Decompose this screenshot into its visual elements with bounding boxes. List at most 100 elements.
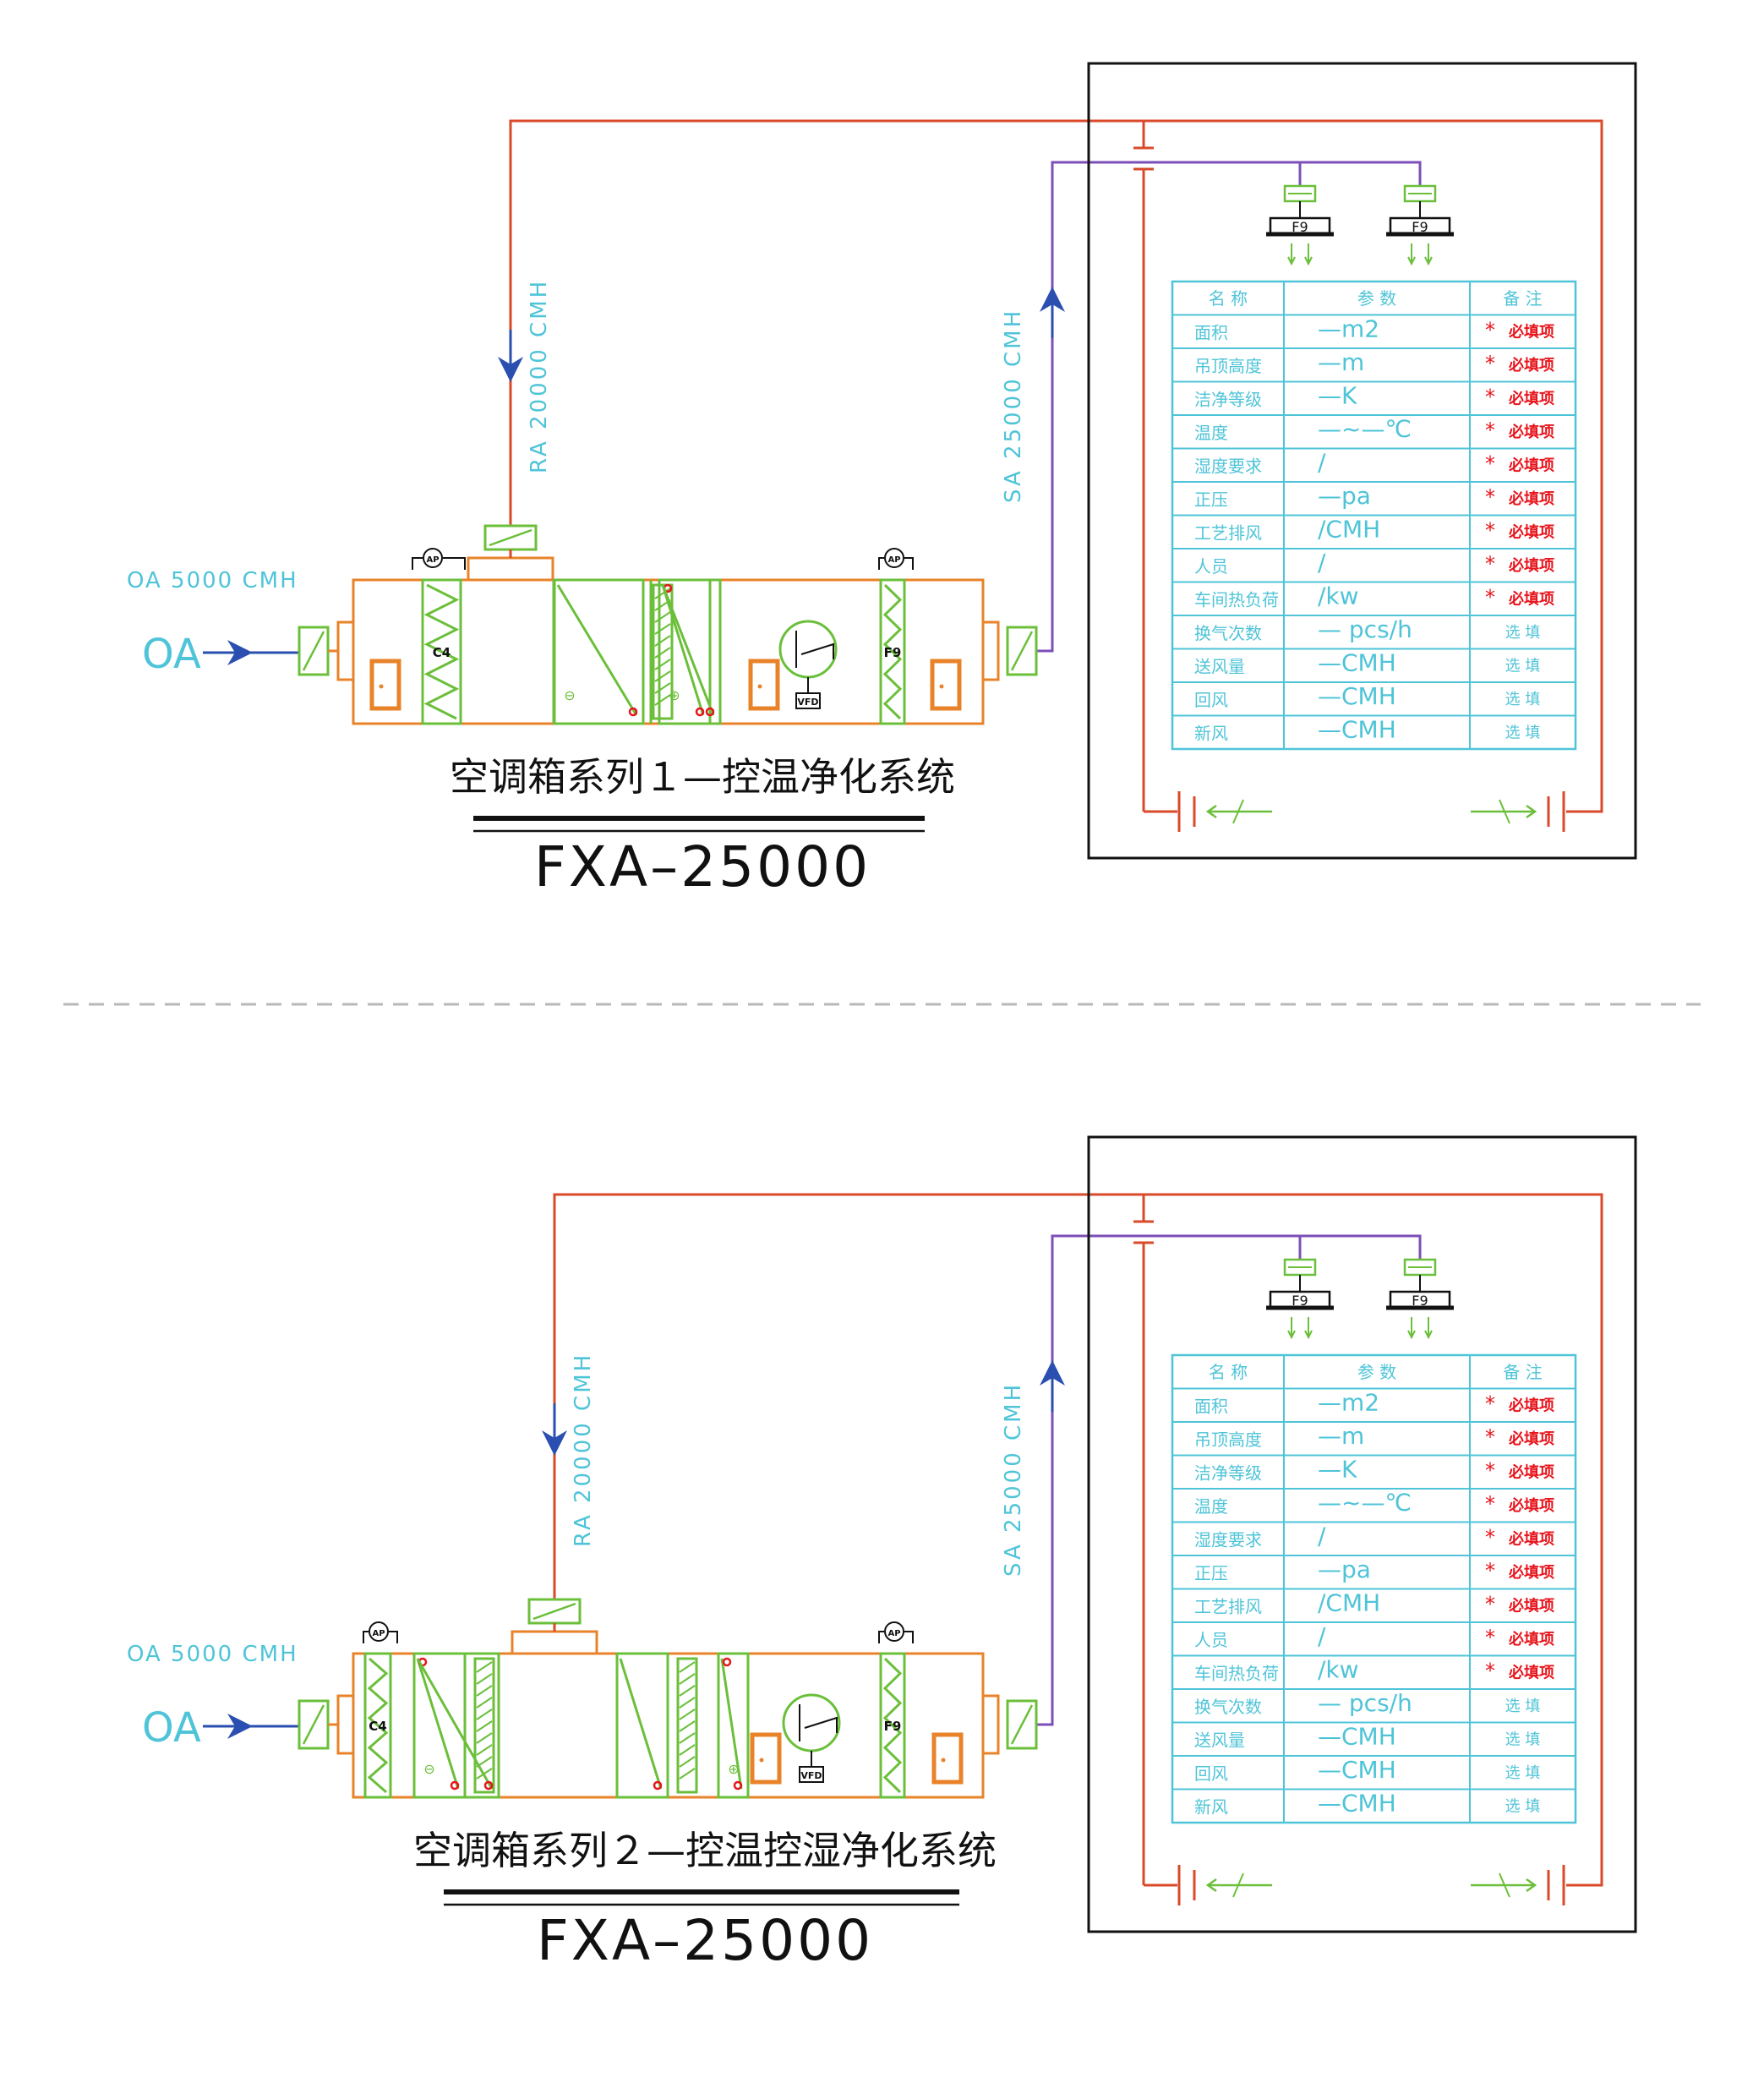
pipe-port (705, 707, 715, 717)
gauge-tube (904, 1631, 914, 1643)
damper (527, 1598, 582, 1625)
coil-section: ⊕ (717, 1652, 750, 1799)
table-param-cell: —CMH (1318, 1723, 1396, 1751)
table-param-cell: — pcs/h (1318, 1689, 1412, 1717)
pipe-port (483, 1780, 494, 1791)
damper-blade (302, 1704, 325, 1745)
table-name-cell: 新风 (1194, 724, 1228, 744)
return-arrowhead (1526, 1878, 1537, 1893)
return-air-flow-label: RA 20000 CMH (571, 1353, 596, 1547)
damper (1006, 626, 1038, 676)
table-name-cell: 回风 (1194, 690, 1228, 710)
damper-blade (489, 528, 532, 547)
table-name-cell: 正压 (1194, 489, 1228, 510)
required-star: * (1485, 1425, 1495, 1449)
outlet-flange (981, 621, 1000, 681)
supply-air-flow-label: SA 25000 CMH (1001, 1382, 1026, 1577)
filter-pleats (882, 1657, 903, 1794)
differential-pressure-gauge: AP (363, 1621, 398, 1643)
gauge-dial (423, 548, 443, 568)
required-star: * (1485, 1659, 1495, 1683)
access-door (750, 1732, 782, 1785)
return-grille (1177, 791, 1272, 832)
damper (298, 1699, 330, 1750)
table-name-cell: 吊顶高度 (1194, 356, 1262, 376)
terminal-arrowhead (1287, 1330, 1296, 1340)
door-handle (759, 1758, 764, 1763)
optional-note: 选 填 (1505, 691, 1541, 708)
differential-pressure-gauge: AP (878, 1621, 914, 1643)
damper-blade (1010, 631, 1034, 671)
required-star: * (1485, 1459, 1495, 1483)
door-panel (750, 1732, 782, 1785)
filter-label: C4 (369, 1719, 386, 1734)
pipe-port (653, 1780, 663, 1791)
fin-line (654, 670, 671, 682)
table-name-cell: 湿度要求 (1194, 1530, 1262, 1550)
system-title: 空调箱系列２—控温控湿净化系统 (413, 1828, 997, 1873)
filter-c4: C4 (421, 578, 462, 725)
required-note: 必填项 (1508, 1630, 1554, 1648)
gauge-label: AP (887, 1629, 900, 1638)
vfd-box (799, 1766, 824, 1783)
table-name-cell: 送风量 (1194, 657, 1245, 677)
damper-blade (302, 631, 325, 671)
gauge-tube (878, 1631, 884, 1643)
optional-note: 选 填 (1505, 1731, 1541, 1749)
table-name-cell: 面积 (1194, 1397, 1228, 1417)
required-note: 必填项 (1508, 489, 1554, 508)
fin-line (476, 1697, 493, 1708)
fin-line (654, 635, 671, 647)
required-star: * (1485, 418, 1495, 442)
terminal-arrowhead (1304, 256, 1313, 266)
table-param-cell: —m2 (1318, 1389, 1379, 1417)
terminal-filter-label: F9 (1292, 219, 1308, 235)
door-handle (941, 1758, 946, 1763)
fin-line (679, 1768, 696, 1780)
filter-c4: C4 (363, 1652, 392, 1799)
filter-pleats (882, 583, 903, 720)
filter-label: C4 (433, 645, 451, 660)
supply-air-flow-label: SA 25000 CMH (1001, 309, 1026, 503)
terminal-filter-label: F9 (1412, 1293, 1428, 1309)
fin-line (476, 1673, 493, 1685)
fin-line (679, 1685, 696, 1697)
table-header-cell: 参 数 (1357, 288, 1396, 309)
filter-frame (421, 578, 462, 725)
table-param-cell: —m2 (1318, 315, 1379, 343)
system-title: 空调箱系列１—控温净化系统 (450, 754, 955, 800)
table-param-cell: /kw (1318, 582, 1359, 610)
gauge-tube (878, 557, 884, 570)
required-note: 必填项 (1508, 423, 1554, 441)
optional-note: 选 填 (1505, 624, 1541, 642)
door-handle (757, 684, 762, 689)
pipe-port (628, 707, 638, 717)
table-param-cell: /CMH (1318, 516, 1380, 544)
table-param-cell: / (1318, 1523, 1326, 1550)
coil-section (615, 1652, 698, 1799)
coil-diagonal (661, 584, 705, 716)
table-param-cell: —~—℃ (1318, 415, 1412, 443)
filter-pleats (367, 1657, 389, 1794)
gauge-tube (412, 557, 423, 570)
required-star: * (1485, 385, 1495, 409)
table-param-cell: / (1318, 449, 1326, 477)
table-header-cell: 参 数 (1357, 1362, 1396, 1382)
supply-fan: VFD (778, 620, 838, 709)
required-note: 必填项 (1508, 590, 1554, 609)
differential-pressure-gauge: AP (878, 548, 914, 570)
optional-note: 选 填 (1505, 1698, 1541, 1715)
terminal-arrowhead (1424, 256, 1433, 266)
fin-line (679, 1744, 696, 1756)
fin-line (654, 647, 671, 659)
required-note: 必填项 (1508, 323, 1554, 342)
fin-line (679, 1732, 696, 1744)
table-param-cell: —pa (1318, 1555, 1371, 1583)
fan-housing (782, 1693, 841, 1752)
return-air-duct (509, 119, 1603, 813)
table-param-cell: / (1318, 549, 1326, 577)
gauge-tube (363, 1631, 369, 1643)
fin-line (476, 1685, 493, 1697)
table-param-cell: —m (1318, 1422, 1364, 1450)
